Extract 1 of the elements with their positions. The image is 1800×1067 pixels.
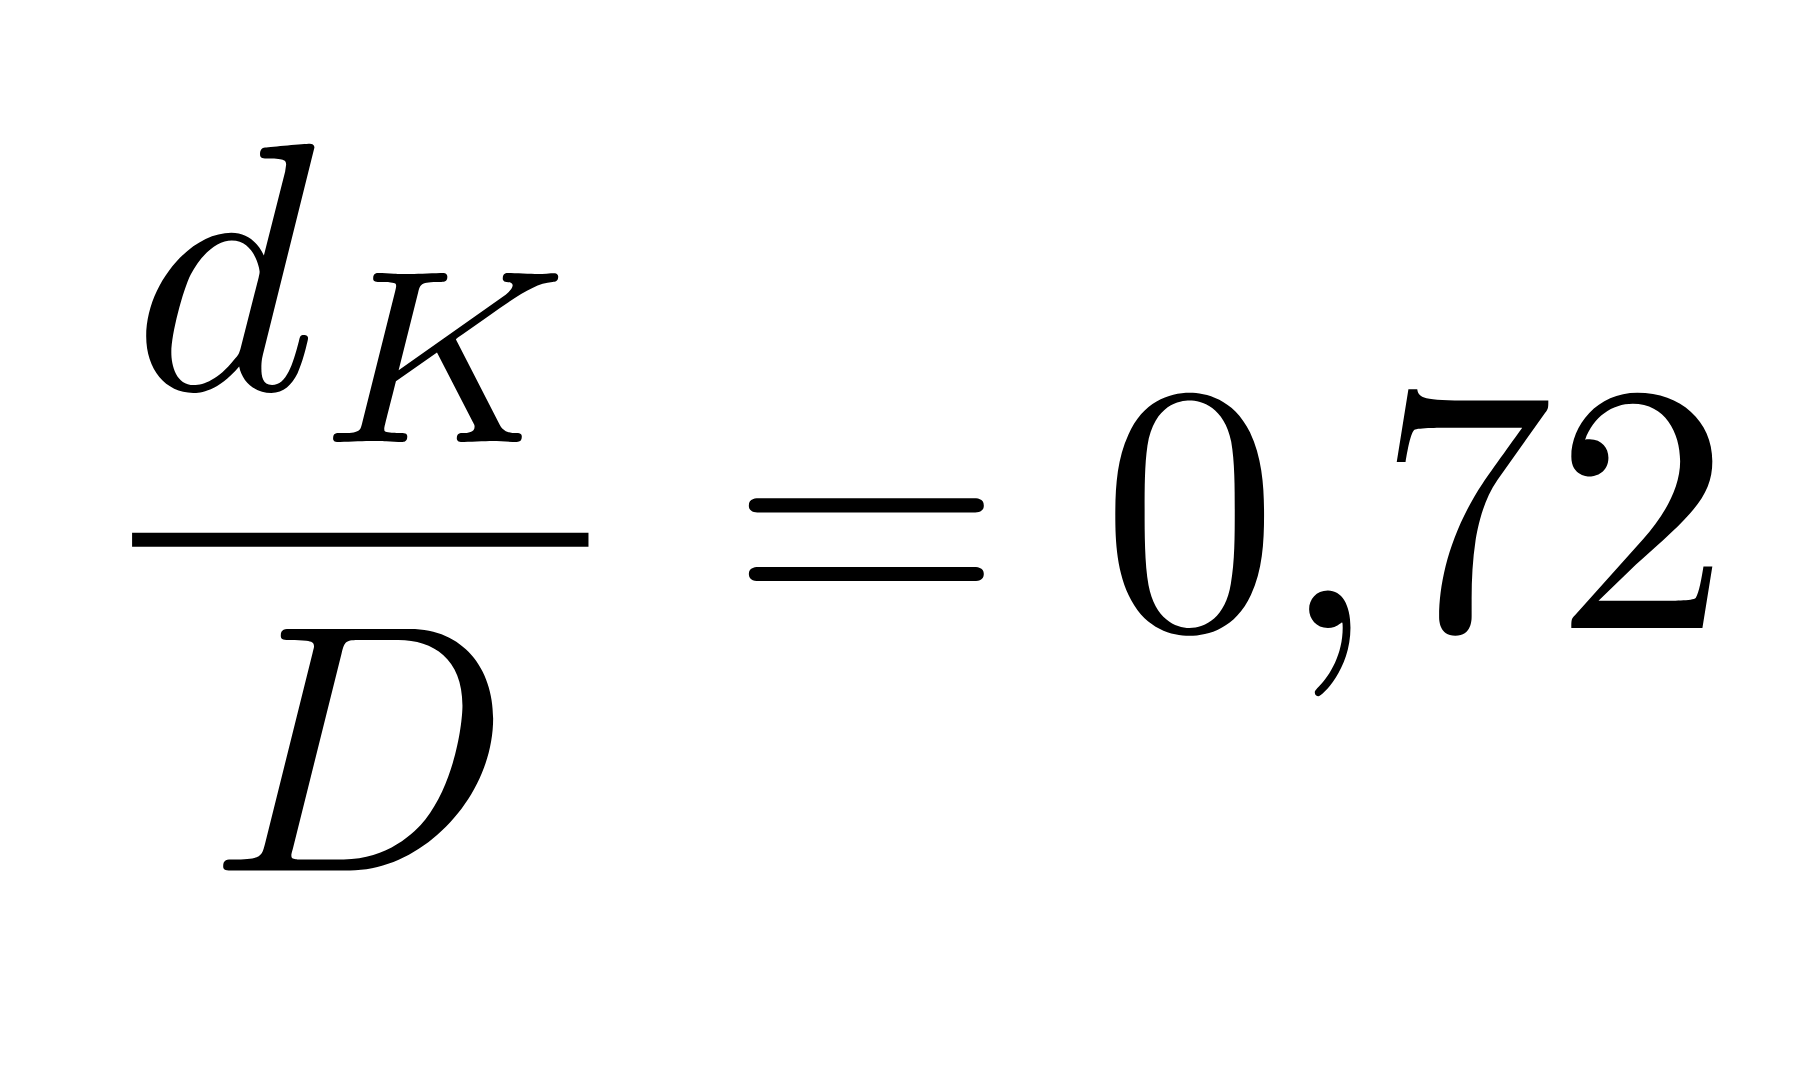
- formula: $\frac{d_{K}}{D}=0{,}72$: [132, 143, 1713, 871]
